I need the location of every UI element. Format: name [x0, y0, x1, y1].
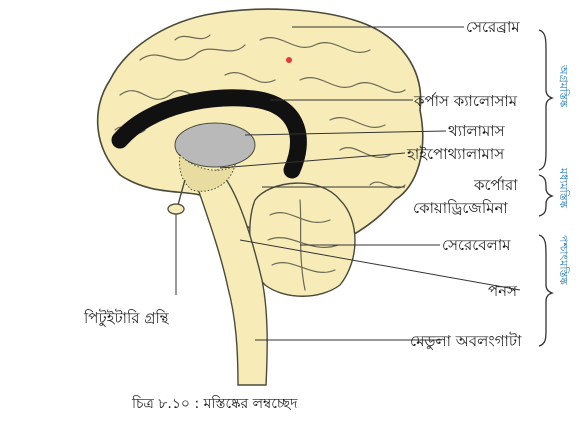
pituitary-stalk	[177, 179, 186, 206]
label-cerebrum: সেরেব্রাম	[466, 18, 520, 36]
fold-10	[174, 34, 211, 41]
fold-7	[339, 147, 391, 158]
label-pons: পনস	[488, 282, 518, 300]
label-pituitary: পিটুইটারি গ্রন্থি	[83, 309, 170, 327]
fold-5	[224, 72, 276, 83]
leader-hypothalamus	[219, 152, 406, 169]
thalamus-shape	[174, 122, 256, 168]
figure-caption: চিত্র ৮.১০ : মস্তিষ্কের লম্বচ্ছেদ	[131, 395, 298, 412]
cerebellum-shape	[249, 182, 356, 297]
brace-hindbrain	[538, 234, 555, 347]
fold-4	[299, 77, 406, 93]
label-corpora-line2: কোয়াড্রিজেমিনা	[413, 199, 508, 217]
hypothalamus-shape	[179, 153, 236, 192]
fold-2	[139, 44, 246, 61]
fold-8	[329, 117, 386, 128]
brainstem-shape	[194, 169, 268, 386]
label-corpus-callosum: কর্পাস ক্যালোসাম	[413, 92, 518, 110]
brace-forebrain	[538, 29, 555, 171]
label-thalamus: থ্যালামাস	[448, 122, 506, 140]
group-forebrain: অগ্রমস্তিষ্ক	[557, 64, 570, 108]
label-cerebellum: সেরেবেলাম	[442, 236, 511, 254]
group-hindbrain: পশ্চাৎমস্তিষ্ক	[557, 235, 570, 285]
brace-midbrain	[538, 174, 555, 217]
leader-thalamus	[244, 130, 447, 136]
pituitary-gland-shape	[167, 203, 185, 215]
fold-3	[259, 37, 371, 53]
marker-dot	[286, 57, 292, 63]
folia-4	[299, 199, 306, 291]
label-medulla: মেডুলা অবলংগাটা	[410, 332, 522, 350]
folia-1	[269, 212, 331, 223]
leader-pons	[239, 239, 521, 291]
label-corpora-line1: কর্পোরা	[473, 176, 518, 194]
group-midbrain: মধ্যমস্তিষ্ক	[557, 167, 570, 209]
label-hypothalamus: হাইপোথ্যালামাস	[406, 145, 505, 163]
corpus-callosum-shape	[111, 89, 307, 179]
